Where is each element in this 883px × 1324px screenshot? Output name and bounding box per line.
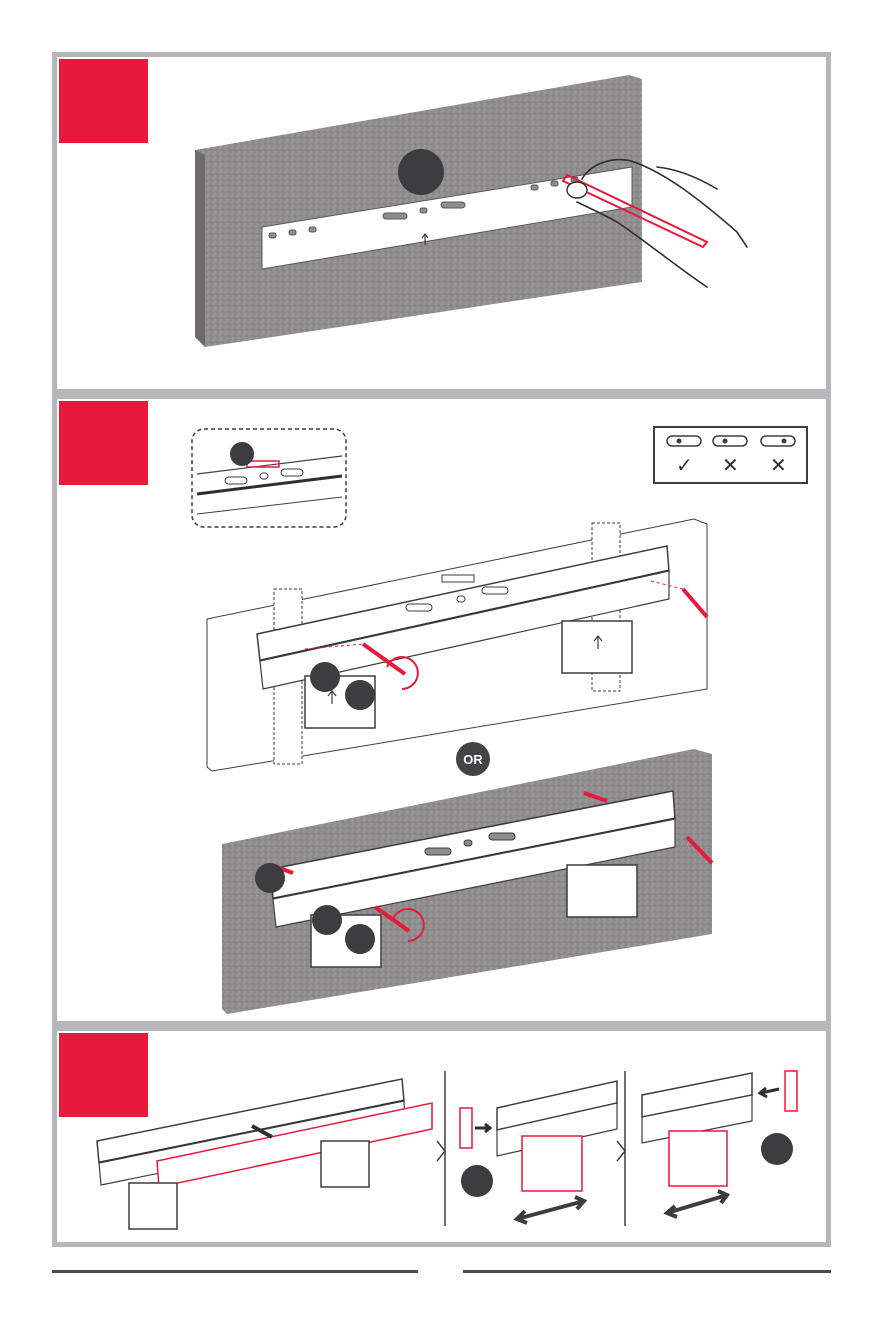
step-marker [255, 863, 285, 893]
step-panel-3 [52, 1026, 831, 1247]
step-panel-2: ✓ ✕ ✕ [52, 394, 831, 1026]
end-cap-icon [785, 1071, 797, 1111]
step-marker [230, 442, 254, 466]
double-arrow-icon [517, 1197, 584, 1223]
step-marker [345, 924, 375, 954]
step-marker [310, 662, 340, 692]
step-marker [461, 1165, 493, 1197]
step-2-illustration: ✓ ✕ ✕ [57, 399, 826, 1021]
step-1-illustration [57, 57, 826, 389]
footer-line-left [52, 1270, 418, 1273]
end-cap-icon [460, 1108, 472, 1148]
double-arrow-icon [667, 1191, 727, 1217]
check-mark-bad-1: ✕ [722, 453, 739, 477]
step-panel-1 [52, 52, 831, 394]
step-marker [398, 149, 444, 195]
step-marker [312, 905, 342, 935]
step-3-illustration [57, 1031, 826, 1242]
check-mark-ok: ✓ [676, 453, 693, 477]
step-marker [345, 680, 375, 710]
check-mark-bad-2: ✕ [770, 453, 787, 477]
step-marker [761, 1133, 793, 1165]
footer-line-right [463, 1270, 831, 1273]
or-badge: OR [456, 742, 490, 776]
